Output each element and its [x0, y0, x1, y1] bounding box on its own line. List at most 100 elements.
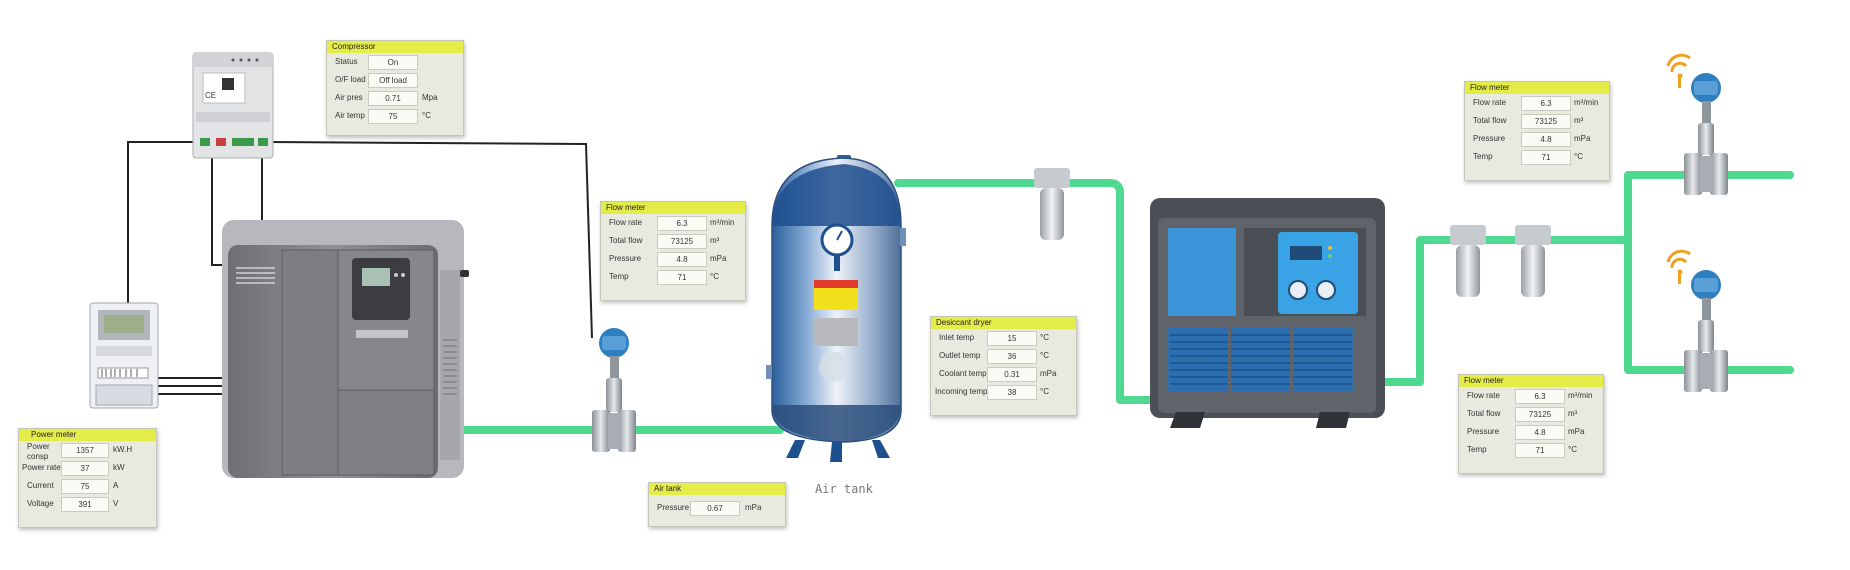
inline-filter-1	[1034, 168, 1070, 240]
panel-row: Coolant temp 0.31 mPa	[931, 365, 1076, 383]
row-label: Pressure	[1473, 134, 1506, 143]
panel-row: Pressure 4.8 mPa	[601, 250, 745, 268]
electricity-meter	[89, 302, 159, 409]
row-label: Pressure	[1467, 427, 1500, 436]
panel-row: Incoming temp 38 °C	[931, 383, 1076, 401]
row-unit: °C	[1040, 387, 1049, 396]
row-label: Inlet temp	[939, 333, 975, 342]
row-value: 38	[987, 385, 1037, 400]
row-unit: A	[113, 481, 119, 490]
desiccant-dryer-panel-title: Desiccant dryer	[931, 317, 1076, 329]
compressor-panel-title: Compressor	[327, 41, 463, 53]
panel-row: Voltage 391 V	[19, 495, 156, 513]
row-value: 37	[61, 461, 109, 476]
row-value: 0.67	[690, 501, 740, 516]
row-value: 71	[1521, 150, 1571, 165]
row-label: Air temp	[335, 111, 365, 120]
panel-row: Air temp 75 °C	[327, 107, 463, 125]
row-value: 6.3	[657, 216, 707, 231]
row-label: Total flow	[1467, 409, 1501, 418]
air-tank-panel-title: Air tank	[649, 483, 785, 495]
row-label: Power consp	[27, 442, 50, 461]
row-unit: m³/min	[710, 218, 735, 227]
row-unit: Mpa	[422, 93, 438, 102]
row-value: 75	[368, 109, 418, 124]
row-label: Temp	[609, 272, 629, 281]
row-label: Temp	[1473, 152, 1493, 161]
panel-row: Temp 71 °C	[1465, 148, 1609, 166]
row-unit: °C	[1568, 445, 1577, 454]
power-meter-panel: Power meter Power consp 1357 kW.H Power …	[18, 428, 157, 528]
panel-row: Inlet temp 15 °C	[931, 329, 1076, 347]
panel-row: Temp 71 °C	[1459, 441, 1603, 459]
row-unit: °C	[710, 272, 719, 281]
row-value: 6.3	[1521, 96, 1571, 111]
flow-meter-transmitter-left	[592, 328, 636, 452]
ce-mark: CE	[205, 91, 216, 100]
row-label: Pressure	[609, 254, 642, 263]
compressor-panel: Compressor Status On O/F load Off load A…	[326, 40, 464, 136]
row-value: 73125	[657, 234, 707, 249]
row-value: 36	[987, 349, 1037, 364]
row-unit: °C	[1574, 152, 1583, 161]
flow-meter-transmitter-bottom-right	[1666, 249, 1728, 392]
row-unit: mPa	[1568, 427, 1585, 436]
row-unit: m³/min	[1568, 391, 1593, 400]
row-label: Current	[27, 481, 54, 490]
row-label: Incoming temp	[935, 387, 988, 396]
row-unit: m³/min	[1574, 98, 1599, 107]
flow-meter-transmitter-top-right	[1666, 53, 1728, 195]
desiccant-dryer-panel: Desiccant dryer Inlet temp 15 °C Outlet …	[930, 316, 1077, 416]
row-value: Off load	[368, 73, 418, 88]
wifi-icon-top	[1666, 53, 1691, 67]
row-unit: °C	[1040, 333, 1049, 342]
row-label: O/F load	[335, 75, 366, 84]
panel-row: Power rate 37 kW	[19, 459, 156, 477]
panel-row: Temp 71 °C	[601, 268, 745, 286]
row-label: Flow rate	[609, 218, 642, 227]
panel-row: Total flow 73125 m³	[1465, 112, 1609, 130]
air-tank-panel: Air tank Pressure 0.67 mPa	[648, 482, 786, 527]
row-value: 73125	[1515, 407, 1565, 422]
row-value: 0.31	[987, 367, 1037, 382]
panel-row: Pressure 4.8 mPa	[1465, 130, 1609, 148]
row-unit: kW.H	[113, 445, 133, 454]
row-value: 71	[657, 270, 707, 285]
row-label: Temp	[1467, 445, 1487, 454]
air-compressor	[222, 220, 469, 478]
row-value: 75	[61, 479, 109, 494]
row-value: 15	[987, 331, 1037, 346]
panel-row: Pressure 4.8 mPa	[1459, 423, 1603, 441]
row-unit: °C	[1040, 351, 1049, 360]
wifi-icon-bottom	[1666, 249, 1691, 263]
flow-meter-panel-title: Flow meter	[601, 202, 745, 214]
row-label: Status	[335, 57, 358, 66]
inline-filter-3	[1515, 225, 1551, 297]
row-unit: mPa	[710, 254, 727, 263]
panel-row: Total flow 73125 m³	[601, 232, 745, 250]
row-label: Coolant temp	[939, 369, 987, 378]
gateway-module: CE	[192, 52, 274, 159]
inline-filter-2	[1450, 225, 1486, 297]
row-value: On	[368, 55, 418, 70]
power-meter-panel-title: Power meter	[19, 429, 156, 441]
refrigerated-dryer	[1150, 198, 1385, 428]
panel-row: Air pres 0.71 Mpa	[327, 89, 463, 107]
signal-cables	[127, 141, 593, 395]
row-unit: m³	[1568, 409, 1578, 418]
panel-row: Current 75 A	[19, 477, 156, 495]
row-label: Flow rate	[1467, 391, 1500, 400]
flow-meter-panel-3: Flow meter Flow rate 6.3 m³/min Total fl…	[1458, 374, 1604, 474]
panel-row: Flow rate 6.3 m³/min	[1465, 94, 1609, 112]
row-label: Pressure	[657, 503, 690, 512]
row-unit: m³	[1574, 116, 1584, 125]
row-value: 4.8	[1515, 425, 1565, 440]
row-unit: °C	[422, 111, 431, 120]
flow-meter-panel-title: Flow meter	[1465, 82, 1609, 94]
row-label: Total flow	[1473, 116, 1507, 125]
row-label: Power rate	[22, 463, 61, 472]
panel-row: Pressure 0.67 mPa	[649, 499, 785, 517]
flow-meter-panel-1: Flow meter Flow rate 6.3 m³/min Total fl…	[600, 201, 746, 301]
row-unit: mPa	[1040, 369, 1057, 378]
